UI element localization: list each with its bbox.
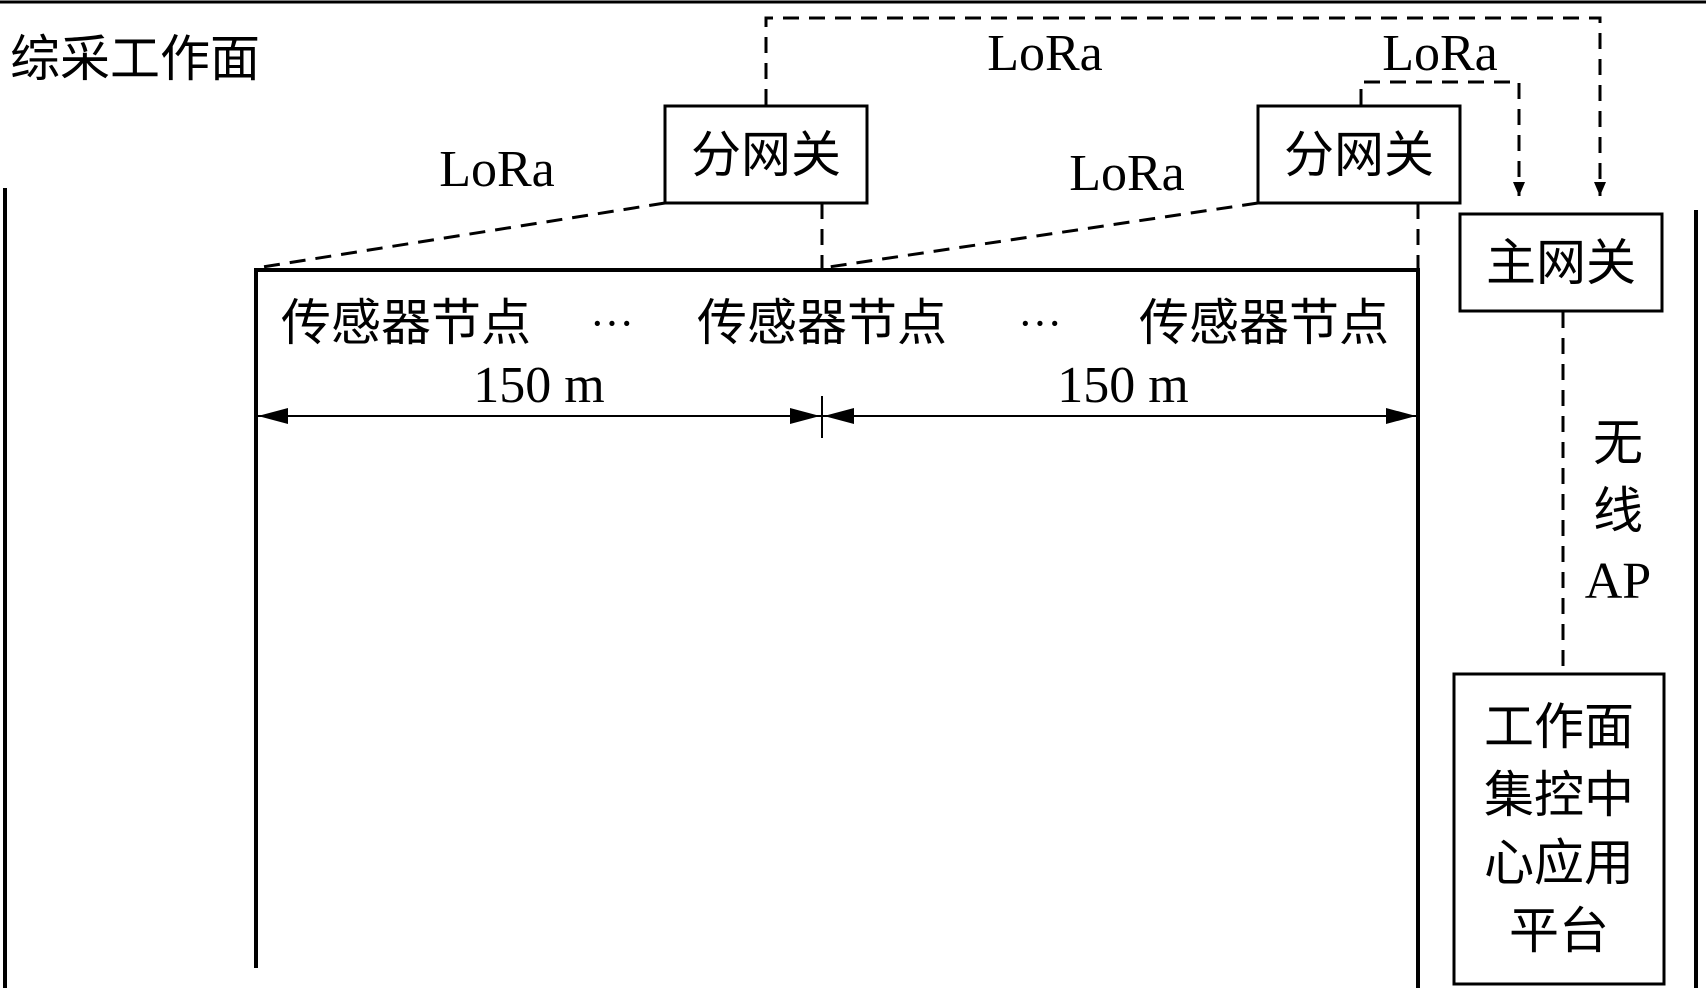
- sensor-node-1: 传感器节点: [281, 294, 531, 352]
- lora-label-top-middle: LoRa: [987, 25, 1103, 82]
- wireless-label-line-2: 线: [1593, 482, 1643, 540]
- sub-gateway-1-label: 分网关: [691, 126, 841, 184]
- lora-link-left: [255, 201, 666, 270]
- sensor-ellipsis-2: ···: [1018, 299, 1062, 348]
- control-center-platform: 工作面 集控中 心应用 平台: [1452, 672, 1666, 986]
- distance-label-2: 150 m: [1057, 357, 1188, 414]
- dimension-line: [258, 396, 1416, 438]
- platform-line-4: 平台: [1509, 902, 1609, 960]
- wireless-label-line-1: 无: [1593, 414, 1643, 472]
- platform-line-2: 集控中: [1484, 766, 1634, 824]
- backhaul-link-2: [1359, 80, 1525, 196]
- platform-line-3: 心应用: [1484, 834, 1634, 892]
- lora-label-top-right: LoRa: [1382, 25, 1498, 82]
- distance-label-1: 150 m: [473, 357, 604, 414]
- lora-label-middle: LoRa: [1069, 145, 1185, 202]
- main-gateway: 主网关: [1458, 212, 1664, 313]
- sub-gateway-2: 分网关: [1256, 104, 1462, 205]
- sensor-node-2: 传感器节点: [697, 294, 947, 352]
- page-title: 综采工作面: [10, 30, 260, 88]
- lora-link-middle: [821, 201, 1259, 270]
- lora-label-left: LoRa: [439, 141, 555, 198]
- main-gateway-label: 主网关: [1486, 234, 1636, 292]
- sensor-node-3: 传感器节点: [1139, 294, 1389, 352]
- sub-gateway-2-label: 分网关: [1284, 126, 1434, 184]
- sensor-zone-frame: [254, 268, 1420, 988]
- backhaul-link-1: [764, 16, 1606, 196]
- platform-line-1: 工作面: [1484, 698, 1634, 756]
- wireless-label-line-3: AP: [1585, 553, 1651, 610]
- sensor-ellipsis-1: ···: [590, 299, 634, 348]
- sub-gateway-1: 分网关: [663, 104, 869, 205]
